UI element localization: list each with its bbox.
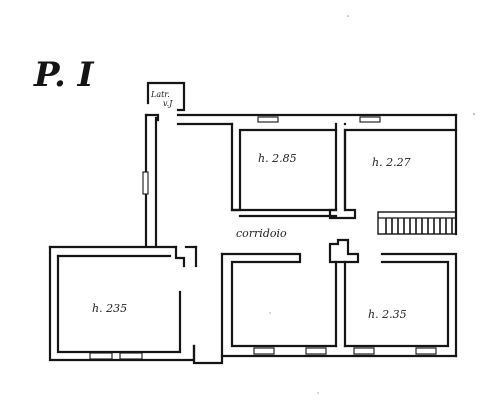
room-top-right-label: h. 2.27 xyxy=(372,156,411,169)
room-top-middle-label: h. 2.85 xyxy=(258,152,297,165)
wc-label: Latr. xyxy=(150,90,170,99)
room-top-right: h. 2.27 xyxy=(343,113,458,236)
left-corridor-wall xyxy=(142,113,160,248)
window-top-1 xyxy=(257,116,279,123)
room-top-middle: h. 2.85 xyxy=(230,122,338,218)
room-bottom-right-label: h. 2.35 xyxy=(368,308,407,321)
scan-speck xyxy=(317,392,319,394)
window-top-2 xyxy=(359,116,381,123)
scan-speck xyxy=(269,312,271,314)
window-bottom-2 xyxy=(305,347,327,355)
top-exterior-wall xyxy=(176,113,458,126)
room-bottom-right: h. 2.35 xyxy=(343,252,458,358)
top-partition xyxy=(328,122,458,220)
staircase xyxy=(377,211,457,235)
bottom-walls xyxy=(192,238,458,365)
wc-label-sub: v.J xyxy=(163,99,173,108)
window-left xyxy=(142,171,149,195)
scan-speck xyxy=(473,113,475,115)
central-pillar xyxy=(328,238,360,264)
wc-walls xyxy=(146,81,186,112)
room-left-label: h. 235 xyxy=(92,302,127,315)
window-left-room-2 xyxy=(119,352,143,360)
room-left: h. 235 xyxy=(48,245,198,362)
wc-room: Latr. v.J xyxy=(146,81,186,112)
window-bottom-3 xyxy=(353,347,375,355)
window-bottom-4 xyxy=(415,347,437,355)
plan-title: P. I xyxy=(33,55,95,95)
corridor-label: corridoio xyxy=(236,227,287,240)
window-bottom-1 xyxy=(253,347,275,355)
window-left-room-1 xyxy=(89,352,113,360)
scan-speck xyxy=(347,15,349,17)
